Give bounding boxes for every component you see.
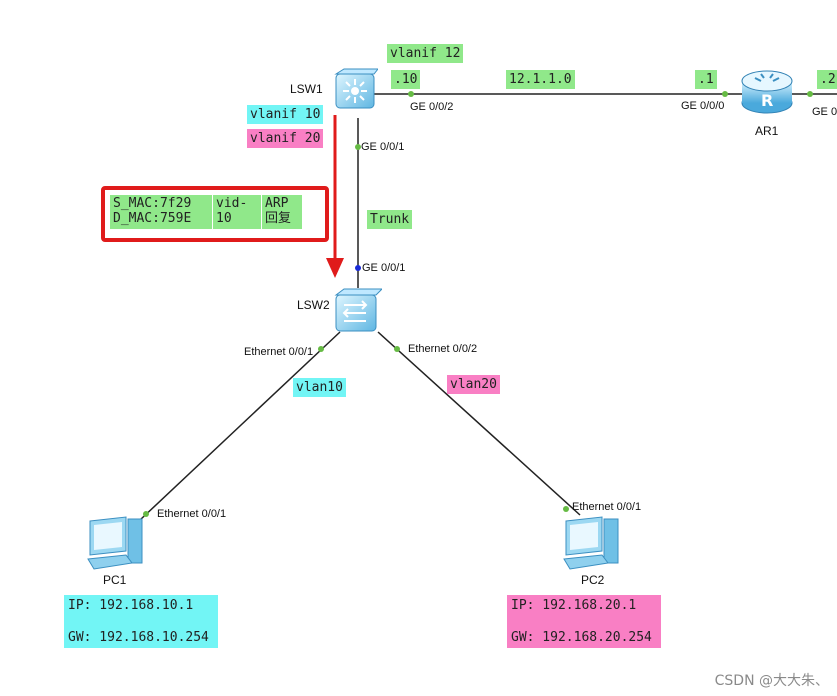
- ar1-ip2-label: .2: [817, 70, 837, 89]
- type-line2: 回复: [265, 211, 292, 226]
- vlan10-label: vlan10: [293, 378, 346, 397]
- type-cell: ARP 回复: [262, 195, 302, 229]
- svg-text:R: R: [761, 91, 773, 110]
- pc1-ip-box: IP: 192.168.10.1 GW: 192.168.10.254: [64, 595, 218, 648]
- pc2-name: PC2: [581, 573, 605, 587]
- pc2-gw: GW: 192.168.20.254: [511, 630, 652, 645]
- vlanif20-label: vlanif 20: [247, 129, 324, 148]
- lsw1-ge001-port: GE 0/0/1: [361, 141, 405, 153]
- pc1-computer-icon: [86, 515, 146, 571]
- vlanif12-label: vlanif 12: [387, 44, 464, 63]
- lsw2-switch-icon: [334, 287, 384, 333]
- lsw2-e1-port: Ethernet 0/0/1: [244, 346, 314, 358]
- vlanif10-label: vlanif 10: [247, 105, 324, 124]
- trunk-label: Trunk: [367, 210, 413, 229]
- ar1-name: AR1: [755, 124, 779, 138]
- source-mac: S_MAC:7f29: [113, 196, 192, 211]
- lsw2-ge001-port: GE 0/0/1: [362, 262, 406, 274]
- port-dot: [722, 91, 728, 97]
- port-dot: [318, 346, 324, 352]
- port-dot: [408, 91, 414, 97]
- ar1-ip-label: .1: [695, 70, 717, 89]
- pc1-gw: GW: 192.168.10.254: [68, 630, 209, 645]
- ar1-router-icon: R: [740, 67, 794, 115]
- port-dot: [143, 511, 149, 517]
- pc2-ip-box: IP: 192.168.20.1 GW: 192.168.20.254: [507, 595, 661, 648]
- mac-cell: S_MAC:7f29 D_MAC:759E: [110, 195, 212, 229]
- port-dot: [394, 346, 400, 352]
- frame-header-box: S_MAC:7f29 D_MAC:759E vid- 10 ARP 回复: [101, 186, 329, 242]
- link-lsw2-pc2: [377, 331, 581, 516]
- vid-line2: 10: [216, 211, 232, 226]
- lsw2-name: LSW2: [297, 298, 330, 312]
- pc1-e-port: Ethernet 0/0/1: [157, 508, 227, 520]
- vid-cell: vid- 10: [213, 195, 261, 229]
- network-label: 12.1.1.0: [506, 70, 575, 89]
- lsw1-switch-icon: [334, 68, 380, 112]
- port-dot: [355, 265, 361, 271]
- lsw2-e2-port: Ethernet 0/0/2: [408, 343, 478, 355]
- pc2-computer-icon: [562, 515, 622, 571]
- pc2-ip: IP: 192.168.20.1: [511, 598, 637, 613]
- lsw1-name: LSW1: [290, 82, 323, 96]
- pc1-name: PC1: [103, 573, 127, 587]
- vid-line1: vid-: [216, 196, 248, 211]
- vlan20-label: vlan20: [447, 375, 500, 394]
- lsw1-ip-label: .10: [391, 70, 421, 89]
- link-lsw2-pc1: [139, 331, 341, 521]
- port-dot: [563, 506, 569, 512]
- ar1-ge000-port: GE 0/0/0: [681, 100, 725, 112]
- port-dot: [807, 91, 813, 97]
- watermark: CSDN @大大朱、: [714, 673, 829, 689]
- type-line1: ARP: [265, 196, 289, 211]
- dest-mac: D_MAC:759E: [113, 211, 192, 226]
- pc2-e-port: Ethernet 0/0/1: [572, 501, 642, 513]
- port-dot: [355, 144, 361, 150]
- ar1-right-port: GE 0: [812, 106, 837, 118]
- direction-arrow-head: [326, 258, 344, 278]
- lsw1-ge002-port: GE 0/0/2: [410, 101, 454, 113]
- pc1-ip: IP: 192.168.10.1: [68, 598, 194, 613]
